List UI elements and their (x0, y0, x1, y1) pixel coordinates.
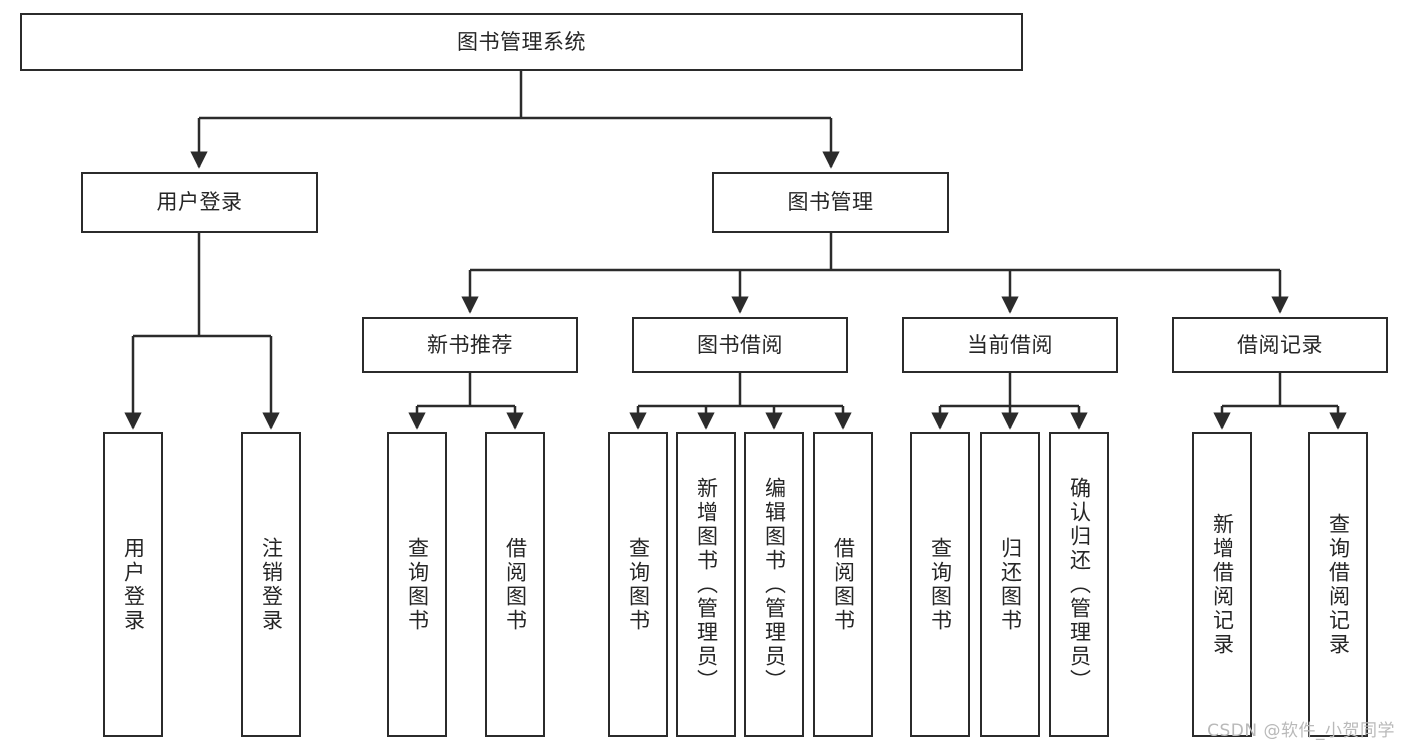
node-label: 图书管理 (787, 190, 874, 215)
node-label: 查询借阅记录 (1326, 512, 1351, 657)
node-label: 图书借阅 (697, 332, 783, 357)
leaf-query-book-borrow[interactable]: 查询图书 (608, 432, 668, 737)
node-label: 借阅图书 (503, 536, 528, 633)
node-user-login[interactable]: 用户登录 (81, 172, 318, 233)
node-label: 当前借阅 (967, 332, 1053, 357)
node-current-borrow[interactable]: 当前借阅 (902, 317, 1118, 373)
node-label: 借阅图书 (831, 536, 856, 633)
leaf-confirm-return-admin[interactable]: 确认归还（管理员） (1049, 432, 1109, 737)
leaf-edit-book-admin[interactable]: 编辑图书（管理员） (744, 432, 804, 737)
node-borrow-record[interactable]: 借阅记录 (1172, 317, 1388, 373)
csdn-watermark: CSDN @软件_小贺同学 (1207, 721, 1395, 741)
leaf-user-login[interactable]: 用户登录 (103, 432, 163, 737)
node-label: 查询图书 (928, 536, 953, 633)
node-label: 用户登录 (156, 190, 243, 215)
node-label: 编辑图书（管理员） (762, 476, 787, 693)
node-new-book-recommend[interactable]: 新书推荐 (362, 317, 578, 373)
leaf-borrow-book-recommend[interactable]: 借阅图书 (485, 432, 545, 737)
leaf-borrow-book[interactable]: 借阅图书 (813, 432, 873, 737)
node-label: 用户登录 (121, 536, 146, 633)
leaf-query-book-current[interactable]: 查询图书 (910, 432, 970, 737)
node-label: 注销登录 (259, 536, 284, 633)
leaf-query-borrow-record[interactable]: 查询借阅记录 (1308, 432, 1368, 737)
node-label: 新增借阅记录 (1210, 512, 1235, 657)
node-label: 归还图书 (998, 536, 1023, 633)
leaf-add-borrow-record[interactable]: 新增借阅记录 (1192, 432, 1252, 737)
leaf-query-book-recommend[interactable]: 查询图书 (387, 432, 447, 737)
node-label: 新增图书（管理员） (694, 476, 719, 693)
node-label: 查询图书 (405, 536, 430, 633)
leaf-return-book[interactable]: 归还图书 (980, 432, 1040, 737)
leaf-logout[interactable]: 注销登录 (241, 432, 301, 737)
node-book-borrow[interactable]: 图书借阅 (632, 317, 848, 373)
node-label: 新书推荐 (427, 332, 513, 357)
node-label: 查询图书 (626, 536, 651, 633)
leaf-add-book-admin[interactable]: 新增图书（管理员） (676, 432, 736, 737)
node-label: 借阅记录 (1237, 332, 1323, 357)
node-book-management[interactable]: 图书管理 (712, 172, 949, 233)
node-label: 确认归还（管理员） (1067, 476, 1092, 693)
node-root-system[interactable]: 图书管理系统 (20, 13, 1023, 71)
node-label: 图书管理系统 (457, 29, 586, 54)
